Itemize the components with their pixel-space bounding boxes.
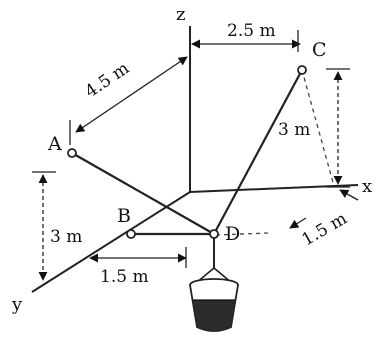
dim-right-offset-arrow-2: [339, 189, 359, 201]
point-label-c: C: [312, 39, 327, 61]
point-c-marker: [297, 65, 307, 75]
point-a-marker: [67, 148, 77, 158]
dim-diagonal-line: [75, 56, 188, 133]
cable-cd: [213, 69, 303, 235]
dim-right-offset-arrow-1: [289, 217, 307, 229]
dim-label-diagonal: 4.5 m: [82, 58, 133, 102]
cable-ad: [71, 152, 215, 235]
axis-label-y: y: [11, 294, 23, 315]
point-label-a: A: [47, 133, 62, 155]
point-label-d: D: [225, 223, 240, 245]
point-label-b: B: [117, 205, 131, 227]
dim-label-right-height: 3 m: [278, 120, 310, 140]
dim-label-right-offset: 1.5 m: [299, 209, 351, 251]
point-b-marker: [126, 229, 136, 239]
dim-label-top-width: 2.5 m: [227, 21, 276, 41]
d-parallel-dash: [215, 232, 269, 236]
bucket-icon: [189, 267, 239, 332]
y-axis: [31, 191, 191, 293]
axis-label-z: z: [176, 4, 185, 25]
point-d-marker: [209, 229, 219, 239]
axis-label-x: x: [362, 176, 372, 197]
dim-label-left-height: 3 m: [50, 227, 82, 247]
x-axis: [189, 184, 359, 193]
dim-label-bottom-offset: 1.5 m: [100, 267, 149, 287]
